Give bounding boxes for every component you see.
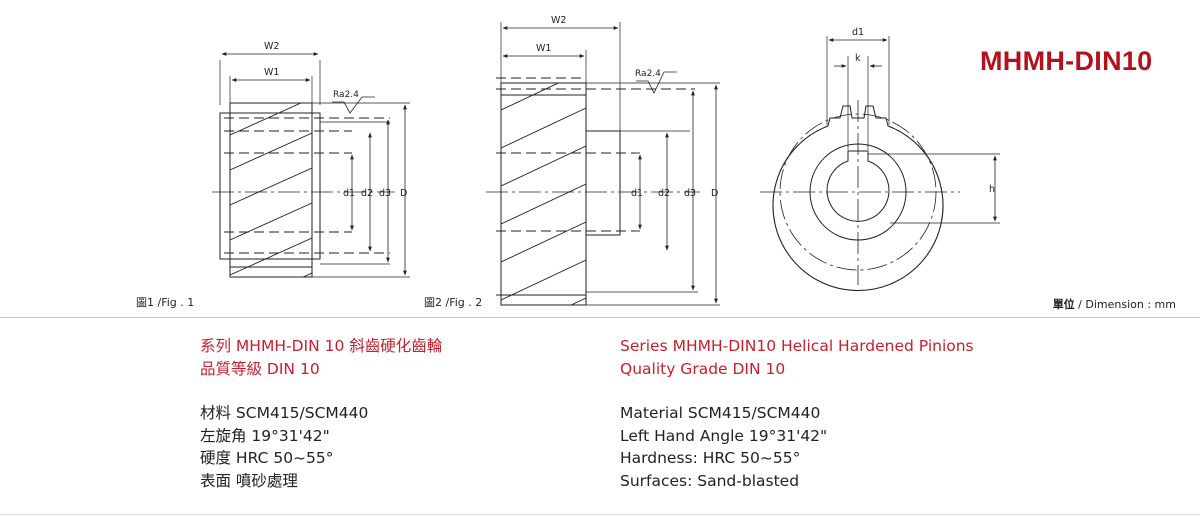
dimension-unit-en: / Dimension : mm [1074,298,1176,311]
fig1-ra-label: Ra2.4 [333,90,359,100]
figure-3-labels: d1 k h [852,27,995,195]
spec-cn-hardness: 硬度 HRC 50~55° [200,449,334,467]
fig2-ra-label: Ra2.4 [635,69,661,79]
figure-1-labels: W2 W1 Ra2.4 d1 d2 d3 D [264,41,407,199]
fig1-d2-label: d2 [361,188,373,199]
fig3-k-label: k [855,53,861,64]
spec-cn-angle: 左旋角 19°31'42" [200,426,330,445]
section-divider [0,317,1200,318]
fig3-h-label: h [989,184,995,195]
fig1-D-label: D [400,188,407,199]
spec-en-angle: Left Hand Angle 19°31'42" [620,426,828,445]
figure-2-gear [486,22,720,306]
figure-3-end-view [760,36,1000,292]
fig3-d1-label: d1 [852,27,864,38]
figure-1-caption: 圖1 /Fig . 1 [136,296,195,309]
spec-en-hardness: Hardness: HRC 50~55° [620,449,801,467]
dimension-unit-cn: 單位 [1052,298,1075,311]
dimension-unit-note: 單位 / Dimension : mm [1053,296,1176,312]
fig2-d2-label: d2 [658,188,670,199]
spec-cn-surface: 表面 噴砂處理 [200,471,298,490]
technical-drawing: W2 W1 Ra2.4 d1 d2 d3 D [212,15,1000,306]
spec-en-material: Material SCM415/SCM440 [620,404,821,422]
fig2-w1-label: W1 [536,43,551,54]
fig1-w1-label: W1 [264,67,279,78]
spec-cn-material: 材料 SCM415/SCM440 [200,404,369,422]
product-title: MHMH-DIN10 [980,46,1153,76]
fig2-d1-label: d1 [631,188,643,199]
fig2-d3-label: d3 [684,188,696,199]
fig1-d1-label: d1 [343,188,355,199]
fig1-w2-label: W2 [264,41,279,52]
spec-chinese: 系列 MHMH-DIN 10 斜齒硬化齒輪 品質等級 DIN 10 材料 SCM… [200,335,442,492]
fig1-d3-label: d3 [379,188,391,199]
spec-en-quality: Quality Grade DIN 10 [620,359,786,378]
spec-cn-series: 系列 MHMH-DIN 10 斜齒硬化齒輪 [200,337,443,355]
fig2-w2-label: W2 [551,15,566,26]
spec-en-surface: Surfaces: Sand-blasted [620,471,800,490]
spec-en-series: Series MHMH-DIN10 Helical Hardened Pinio… [620,337,974,355]
figure-1-gear [212,52,410,278]
spec-english: Series MHMH-DIN10 Helical Hardened Pinio… [620,335,974,492]
fig2-D-label: D [711,188,718,199]
bottom-divider [0,514,1200,515]
spec-cn-quality: 品質等級 DIN 10 [200,359,320,378]
figure-2-labels: W2 W1 Ra2.4 d1 d2 d3 D [536,15,718,199]
figure-2-caption: 圖2 /Fig . 2 [424,296,483,309]
